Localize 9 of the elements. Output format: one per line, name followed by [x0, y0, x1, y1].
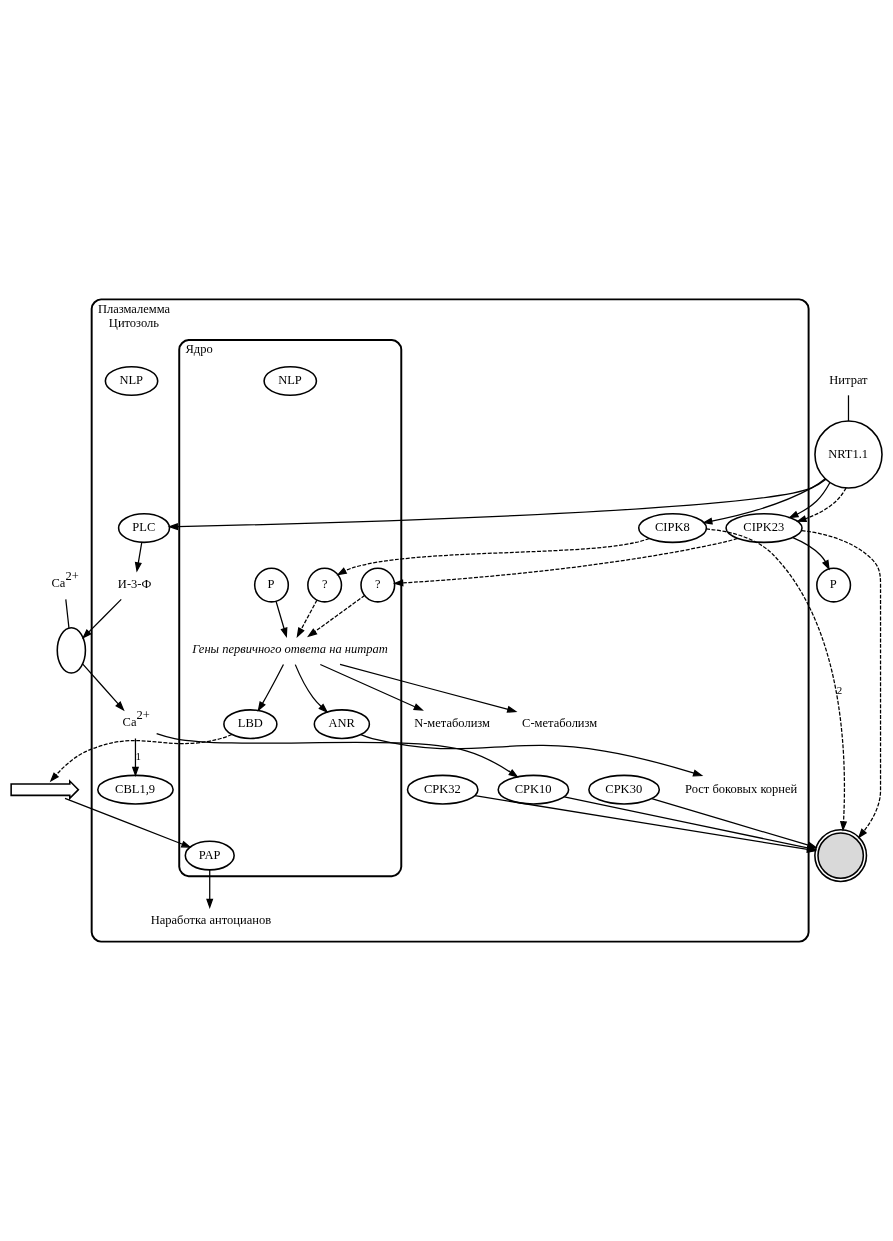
node-text: Нитрат [829, 372, 868, 387]
node-text: И-3-Ф [117, 577, 152, 592]
node-text: Рост боковых корней [685, 781, 798, 796]
node-text: N-метаболизм [414, 716, 491, 731]
edge-label: 1 [135, 749, 141, 762]
edge-label: 2 [836, 684, 843, 697]
node-text: Наработка антоцианов [150, 913, 272, 928]
node-text: С-метаболизм [522, 716, 598, 731]
node-text: Гены первичного ответа на нитрат [192, 641, 388, 656]
